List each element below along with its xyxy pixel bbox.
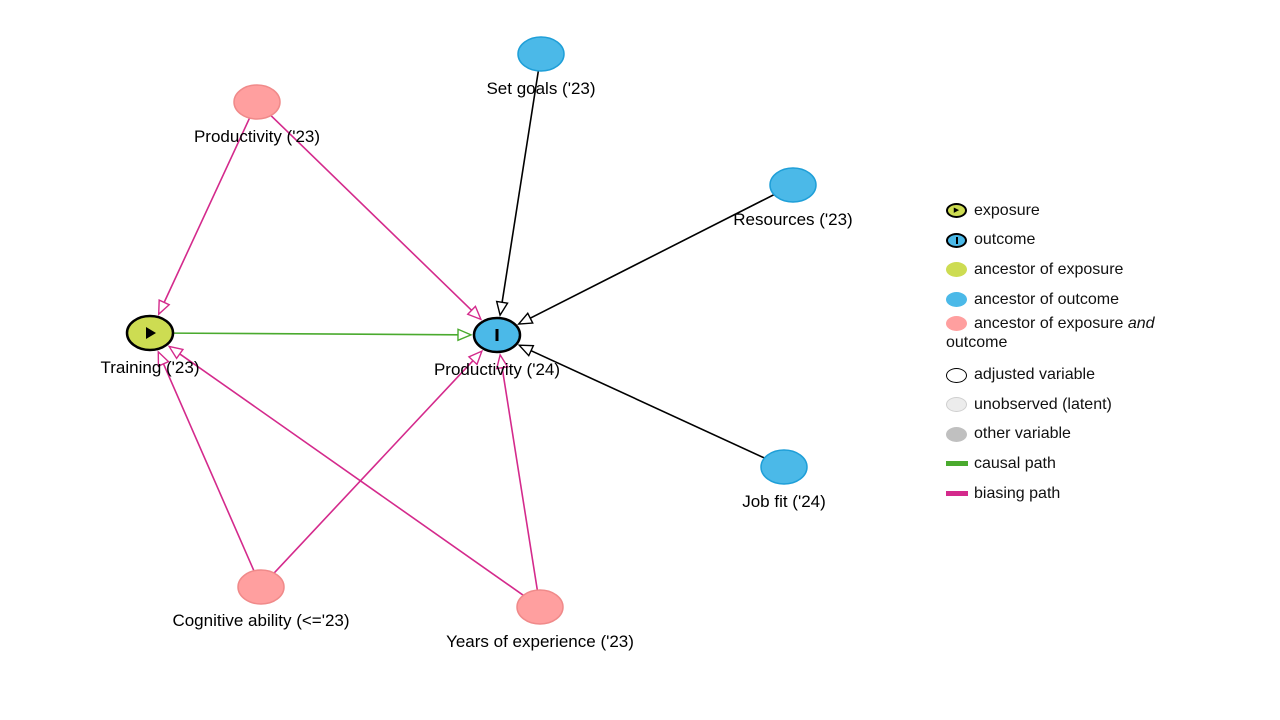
edge-yoe-to-training (167, 345, 524, 596)
biasing-path-icon (946, 491, 968, 497)
node-label: Productivity ('24) (434, 360, 560, 379)
legend-outcome: outcome (946, 226, 1206, 256)
edge-prod23-to-prod24 (270, 114, 483, 321)
legend-causal: causal path (946, 449, 1206, 479)
node-circle[interactable] (769, 167, 817, 203)
edge-line (501, 367, 539, 591)
arrowhead-icon (157, 299, 171, 316)
legend-exposure: ▶ exposure (946, 196, 1206, 226)
legend-other-label: other variable (974, 425, 1071, 443)
legend-ancestor-both: ancestor of exposure and outcome (946, 314, 1206, 352)
edge-line (530, 349, 765, 459)
legend-biasing-label: biasing path (974, 484, 1061, 502)
legend-adjusted: adjusted variable (946, 360, 1206, 390)
legend-adjusted-label: adjusted variable (974, 366, 1095, 384)
edge-line (163, 117, 251, 303)
node-circle[interactable] (516, 589, 564, 625)
edge-line (179, 353, 524, 596)
legend-ancestor-both-suffix: outcome (946, 334, 1008, 352)
node-circle[interactable] (760, 449, 808, 485)
edge-line (270, 114, 473, 311)
arrowhead-icon (517, 311, 534, 325)
arrowhead-icon (495, 300, 509, 317)
node-circle[interactable] (517, 36, 565, 72)
node-cog[interactable]: Cognitive ability (<='23) (172, 569, 350, 630)
edges-layer (157, 70, 775, 596)
arrowhead-icon (517, 344, 535, 357)
node-label: Training ('23) (101, 358, 200, 377)
edge-line (162, 363, 255, 572)
edge-line (172, 332, 459, 336)
edge-line (273, 360, 474, 574)
node-label: Job fit ('24) (742, 492, 826, 511)
node-circle[interactable] (237, 569, 285, 605)
arrowhead-icon (495, 353, 509, 370)
legend-latent-label: unobserved (latent) (974, 395, 1112, 413)
legend-exposure-label: exposure (974, 201, 1040, 219)
edge-yoe-to-prod24 (495, 353, 539, 591)
edge-setgoals-to-prod24 (495, 70, 540, 317)
arrowhead-icon (467, 349, 484, 366)
legend-causal-label: causal path (974, 454, 1056, 472)
edge-training-to-prod24 (172, 328, 473, 342)
node-label: Cognitive ability (<='23) (172, 611, 349, 630)
edge-cog-to-training (157, 350, 255, 572)
edge-cog-to-prod24 (273, 349, 484, 574)
legend-biasing: biasing path (946, 479, 1206, 509)
legend-ancestor-exposure: ancestor of exposure (946, 255, 1206, 285)
latent-symbol-icon (946, 397, 967, 413)
ancestor-outcome-symbol-icon (946, 292, 967, 308)
node-resources[interactable]: Resources ('23) (733, 167, 853, 229)
nodes-layer: Productivity ('23) Set goals ('23) Resourc… (101, 36, 853, 651)
legend: ▶ exposure outcome ancestor of exposure … (946, 196, 1206, 508)
legend-ancestor-exposure-label: ancestor of exposure (974, 260, 1124, 278)
bar-icon (495, 329, 499, 341)
node-label: Resources ('23) (733, 210, 852, 229)
ancestor-exposure-symbol-icon (946, 262, 967, 278)
arrowhead-icon (167, 345, 185, 360)
edge-resources-to-prod24 (517, 193, 775, 325)
legend-outcome-label: outcome (974, 231, 1036, 249)
legend-other: other variable (946, 420, 1206, 450)
node-yoe[interactable]: Years of experience ('23) (446, 589, 634, 651)
node-prod24[interactable]: Productivity ('24) (434, 316, 560, 379)
node-training[interactable]: Training ('23) (101, 314, 200, 377)
node-setgoals[interactable]: Set goals ('23) (486, 36, 596, 98)
causal-path-icon (946, 461, 968, 467)
node-prod23[interactable]: Productivity ('23) (194, 84, 320, 146)
other-symbol-icon (946, 426, 967, 442)
edge-line (501, 70, 540, 303)
ancestor-both-symbol-icon (946, 316, 967, 332)
arrowhead-icon (157, 350, 170, 368)
exposure-symbol-icon: ▶ (946, 203, 967, 219)
arrowhead-icon (466, 305, 483, 321)
legend-ancestor-outcome-label: ancestor of outcome (974, 290, 1119, 308)
legend-latent: unobserved (latent) (946, 390, 1206, 420)
node-label: Set goals ('23) (486, 79, 595, 98)
play-icon (146, 327, 156, 339)
outcome-symbol-icon (946, 232, 967, 248)
edge-prod23-to-training (157, 117, 251, 316)
legend-ancestor-both-and: and (1127, 315, 1155, 333)
node-label: Years of experience ('23) (446, 632, 634, 651)
adjusted-symbol-icon (946, 367, 967, 383)
edge-jobfit-to-prod24 (517, 344, 765, 459)
legend-ancestor-both-prefix: ancestor of exposure (974, 315, 1128, 333)
node-circle[interactable] (233, 84, 281, 120)
legend-ancestor-outcome: ancestor of outcome (946, 285, 1206, 315)
edge-line (529, 193, 775, 319)
arrowhead-icon (457, 328, 473, 342)
node-jobfit[interactable]: Job fit ('24) (742, 449, 826, 511)
node-label: Productivity ('23) (194, 127, 320, 146)
